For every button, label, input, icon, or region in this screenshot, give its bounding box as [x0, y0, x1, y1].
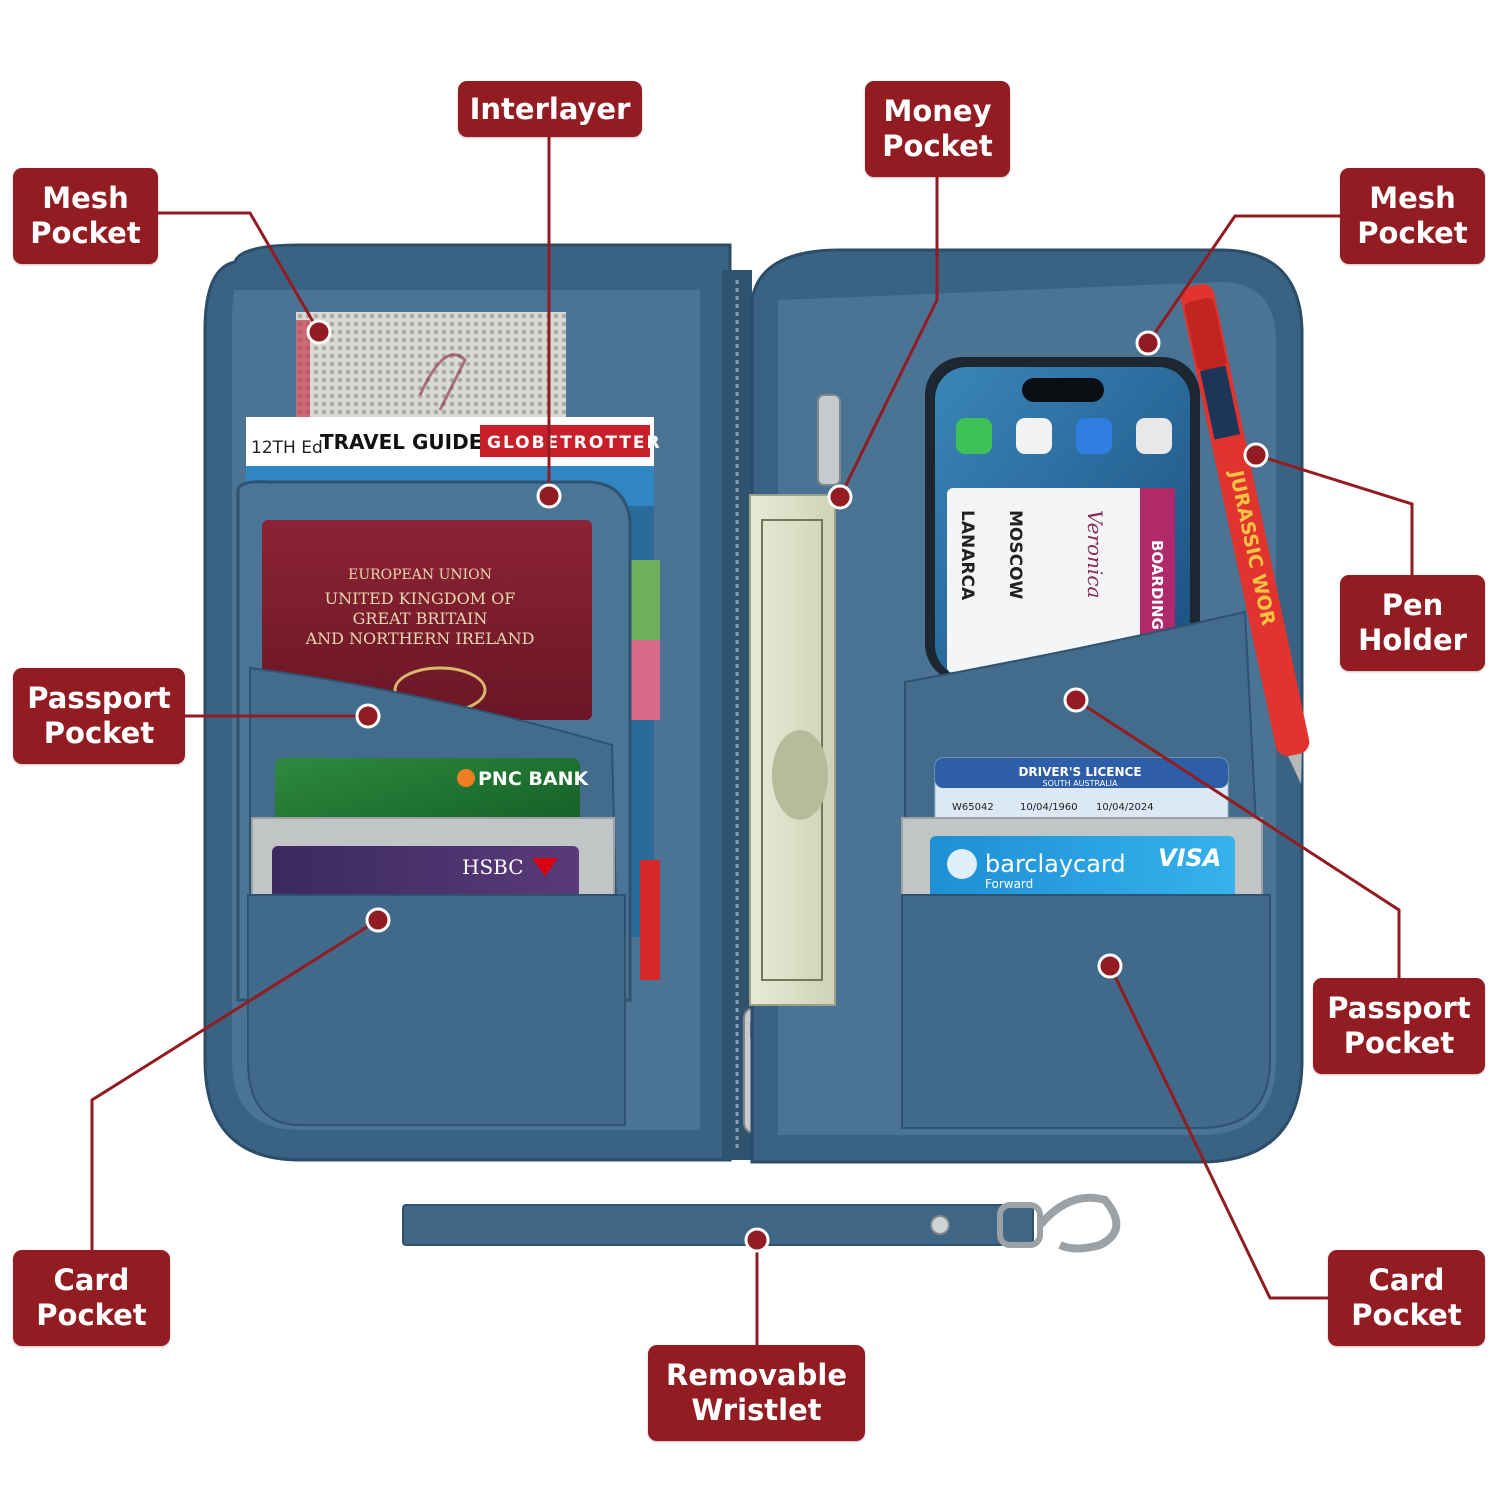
leader-lines [90, 136, 1414, 1345]
label-money-pocket: Money Pocket [865, 81, 1010, 177]
barclay-name: barclaycard [985, 850, 1126, 878]
licence-number: W65042 [952, 802, 994, 813]
leader-card-left [90, 918, 379, 1250]
hsbc-card: HSBC [272, 846, 579, 898]
label-line: Pocket [1343, 1026, 1455, 1060]
dot-mesh-right [1135, 330, 1161, 356]
dot-money [827, 484, 853, 510]
label-line: Holder [1358, 623, 1467, 657]
passport-line-4: AND NORTHERN IRELAND [305, 629, 535, 648]
dot-mesh-left [306, 319, 332, 345]
pen-icon: JURASSIC WOR [1180, 283, 1310, 785]
label-line: Pocket [30, 216, 141, 250]
dot-wristlet [744, 1227, 770, 1253]
passport-line-3: GREAT BRITAIN [353, 609, 488, 628]
label-card-pocket-left: Card Pocket [13, 1250, 170, 1346]
dot-card-left [365, 907, 391, 933]
leader-money [838, 175, 939, 498]
card-bank-1: PNC BANK [478, 768, 589, 790]
licence-title: DRIVER'S LICENCE [1018, 765, 1141, 779]
guide-edition: 12TH Ed [251, 438, 323, 458]
label-interlayer: Interlayer [458, 81, 642, 137]
visa-mark: VISA [1158, 844, 1221, 872]
leader-pen [1255, 453, 1414, 575]
label-line: Card [1368, 1263, 1445, 1297]
dot-interlayer [536, 483, 562, 509]
label-mesh-pocket-left: Mesh Pocket [13, 168, 158, 264]
card-pocket-right [901, 894, 1271, 1129]
dot-pen [1243, 442, 1269, 468]
label-passport-pocket-right: Passport Pocket [1313, 978, 1485, 1074]
barclay-card: barclaycard Forward VISA [930, 836, 1235, 902]
leader-mesh-right [1146, 214, 1340, 344]
leader-passport-right [1075, 698, 1401, 978]
card-bank-2: HSBC [462, 855, 524, 879]
passport-line-2: UNITED KINGDOM OF [325, 589, 516, 608]
label-passport-pocket-left: Passport Pocket [13, 668, 185, 764]
label-line: Interlayer [469, 91, 631, 126]
licence-dob: 10/04/1960 [1020, 802, 1078, 813]
label-line: Pocket [36, 1298, 147, 1332]
label-line: Removable [666, 1358, 847, 1392]
boarding-name: Veronica [1083, 510, 1107, 598]
licence-expiry: 10/04/2024 [1096, 802, 1154, 813]
label-removable-wristlet: Removable Wristlet [648, 1345, 865, 1441]
label-mesh-pocket-right: Mesh Pocket [1340, 168, 1485, 264]
passport: EUROPEAN UNION UNITED KINGDOM OF GREAT B… [262, 520, 592, 720]
guide-title: TRAVEL GUIDE [320, 430, 482, 454]
left-panel: 12TH Ed TRAVEL GUIDE GLOBETROTTER EUROPE… [203, 243, 732, 1162]
label-pen-holder: Pen Holder [1340, 575, 1485, 671]
leader-card-right [1108, 965, 1328, 1300]
right-panel: BOARDING PASS MOSCOW LANARCA Veronica DR… [749, 248, 1310, 1164]
label-line: Pen [1381, 588, 1444, 622]
mesh-pocket-left [296, 312, 566, 427]
card-pocket-left [247, 894, 626, 1126]
wristlet-strap [402, 1204, 1034, 1246]
boarding-from: MOSCOW [1005, 510, 1025, 600]
banknote-icon [749, 494, 836, 1006]
label-line: Passport [27, 681, 171, 715]
barclay-sub: Forward [985, 877, 1033, 891]
label-line: Pocket [1351, 1298, 1462, 1332]
label-card-pocket-right: Card Pocket [1328, 1250, 1485, 1346]
dot-card-right [1097, 953, 1123, 979]
label-line: Money [883, 94, 992, 128]
label-line: Mesh [1369, 181, 1456, 215]
dot-passport-right [1063, 687, 1089, 713]
lobster-clasp-icon [997, 1193, 1121, 1253]
wristlet [402, 1193, 1121, 1253]
boarding-to: LANARCA [957, 510, 977, 601]
label-line: Pocket [43, 716, 155, 750]
guide-brand: GLOBETROTTER [487, 433, 662, 453]
dot-passport-left [355, 703, 381, 729]
leader-mesh-left [158, 211, 321, 333]
leader-dots [306, 319, 1269, 1253]
label-line: Wristlet [691, 1393, 822, 1427]
label-line: Mesh [42, 181, 129, 215]
passport-line-1: EUROPEAN UNION [348, 567, 492, 583]
label-line: Card [53, 1263, 130, 1297]
licence-region: SOUTH AUSTRALIA [1043, 779, 1118, 788]
label-line: Passport [1327, 991, 1471, 1025]
label-line: Pocket [1357, 216, 1468, 250]
label-line: Pocket [882, 129, 993, 163]
